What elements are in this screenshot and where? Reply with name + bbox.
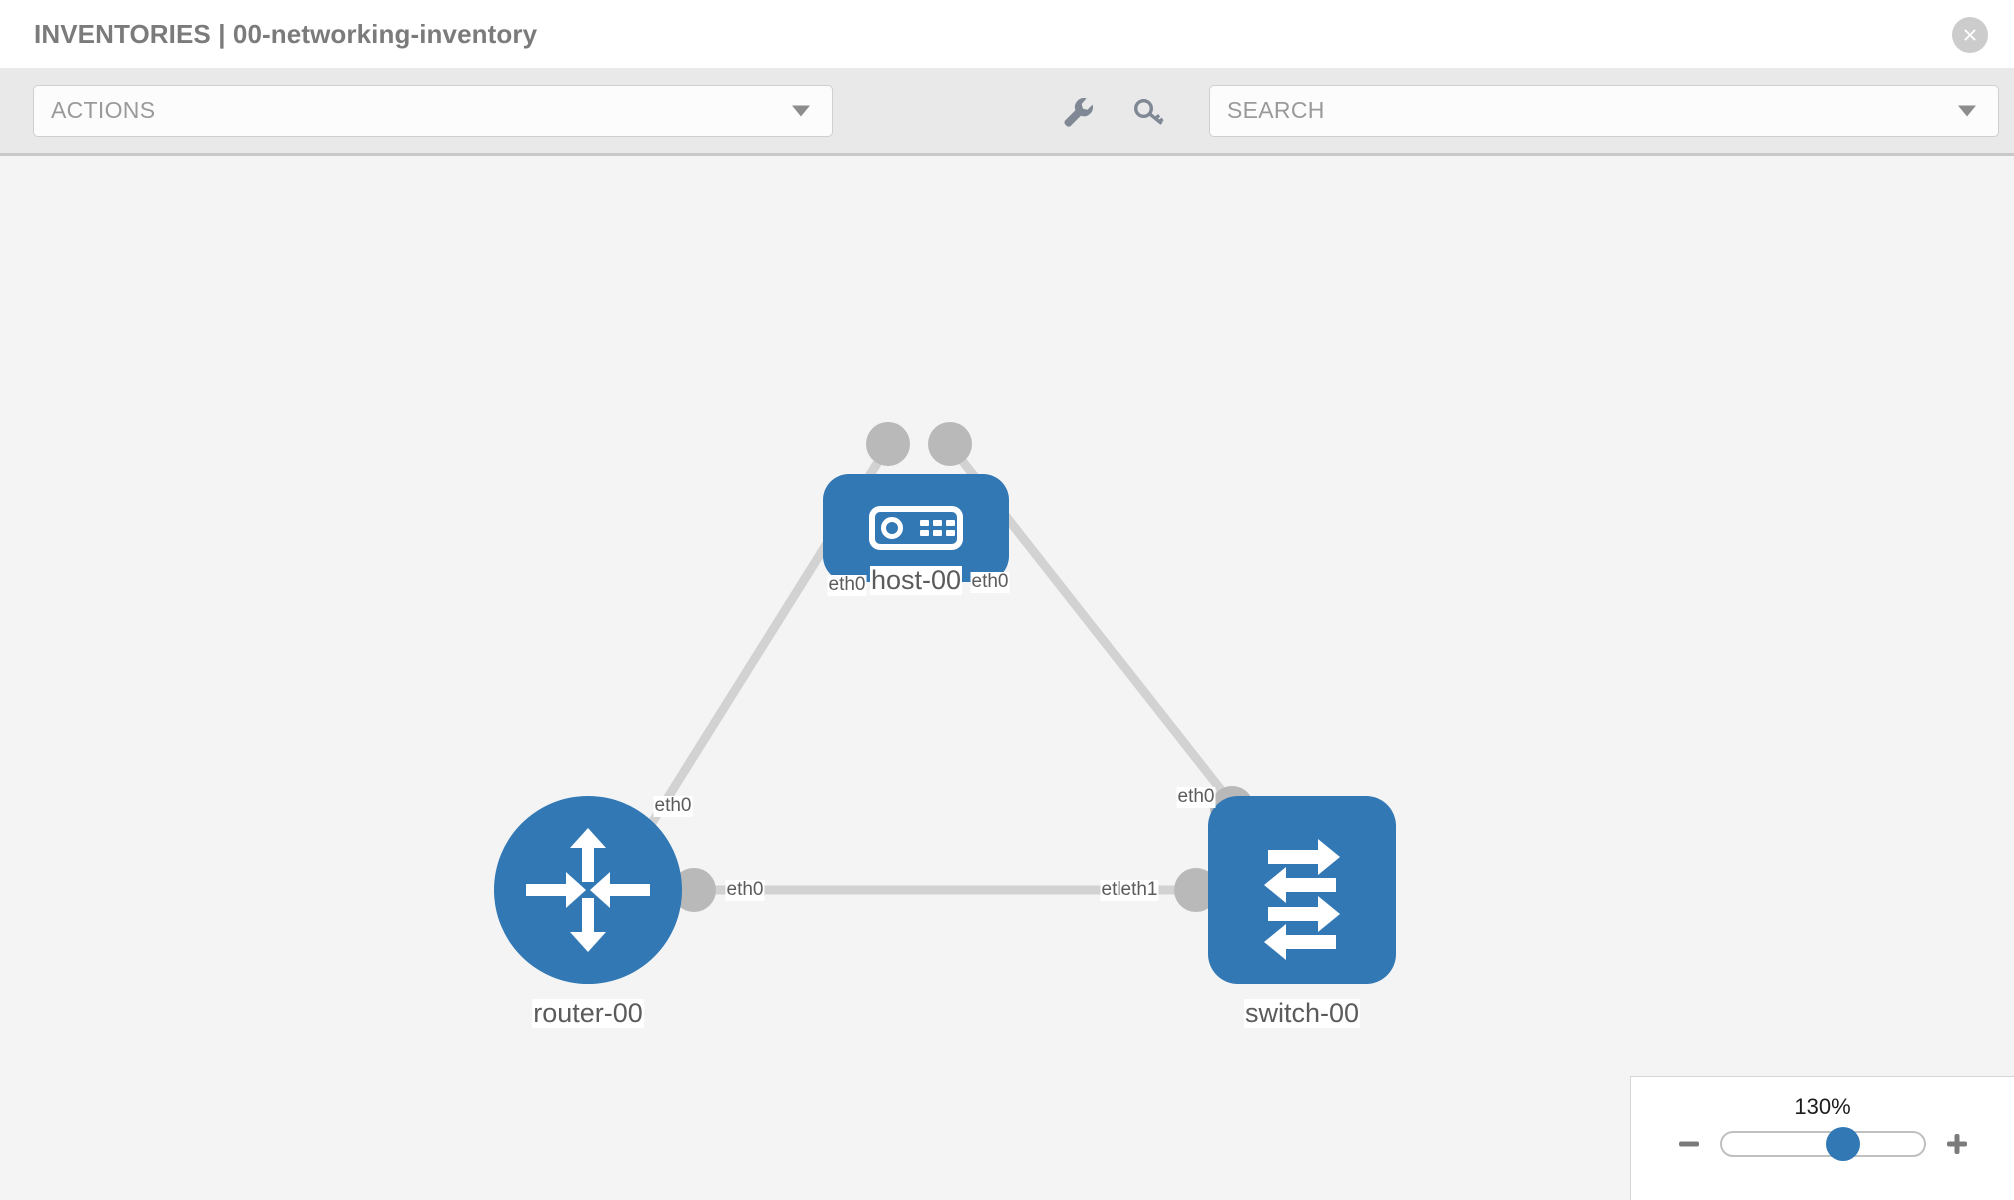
- search-dropdown[interactable]: SEARCH: [1209, 84, 1999, 137]
- chevron-down-icon: [792, 105, 810, 116]
- port-router00-eth0: [672, 868, 716, 912]
- node-label-host-00: host-00: [869, 565, 963, 596]
- edge-label-host00-eth0-left: eth0: [827, 574, 867, 596]
- edge-label-switch00-eth0-uplink: eth0: [1176, 786, 1216, 808]
- zoom-out-button[interactable]: [1674, 1129, 1704, 1159]
- zoom-in-button[interactable]: [1942, 1129, 1972, 1159]
- port-host00-eth0-left: [866, 422, 910, 466]
- zoom-slider[interactable]: [1719, 1127, 1926, 1161]
- node-label-switch-00: switch-00: [1243, 998, 1361, 1029]
- node-label-router-00: router-00: [532, 998, 644, 1029]
- node-switch-00[interactable]: [1208, 796, 1396, 984]
- edge-label-host00-eth0-right: eth0: [970, 571, 1010, 593]
- zoom-control: 130%: [1630, 1076, 2014, 1200]
- toolbar: ACTIONS SEARCH: [0, 68, 2014, 156]
- toolbar-icon-group: [1057, 92, 1167, 130]
- actions-dropdown-label: ACTIONS: [51, 97, 156, 123]
- node-host-00[interactable]: [823, 474, 1009, 582]
- actions-dropdown[interactable]: ACTIONS: [33, 84, 833, 137]
- close-icon[interactable]: [1952, 17, 1988, 53]
- chevron-down-icon: [1958, 105, 1976, 116]
- topology-graph: [494, 422, 1396, 984]
- port-host00-eth0-right: [928, 422, 972, 466]
- search-input[interactable]: SEARCH: [1227, 97, 1325, 123]
- topology-canvas[interactable]: host-00 router-00 switch-00 eth0 eth0 et…: [0, 156, 2014, 1200]
- wrench-icon[interactable]: [1057, 92, 1095, 130]
- port-switch00-eth1: [1174, 868, 1218, 912]
- zoom-level-value: 130%: [1794, 1094, 1851, 1119]
- edge-label-router00-eth0: eth0: [725, 879, 765, 901]
- edge-label-switch00-eth1: eth1: [1119, 879, 1159, 901]
- node-router-00[interactable]: [494, 796, 682, 984]
- zoom-slider-thumb[interactable]: [1825, 1127, 1860, 1161]
- key-icon[interactable]: [1129, 92, 1167, 130]
- page-header: INVENTORIES | 00-networking-inventory: [0, 0, 2014, 68]
- edge-label-router00-eth0-uplink: eth0: [653, 795, 693, 817]
- page-title: INVENTORIES | 00-networking-inventory: [34, 18, 538, 49]
- zoom-slider-row: [1631, 1127, 2014, 1161]
